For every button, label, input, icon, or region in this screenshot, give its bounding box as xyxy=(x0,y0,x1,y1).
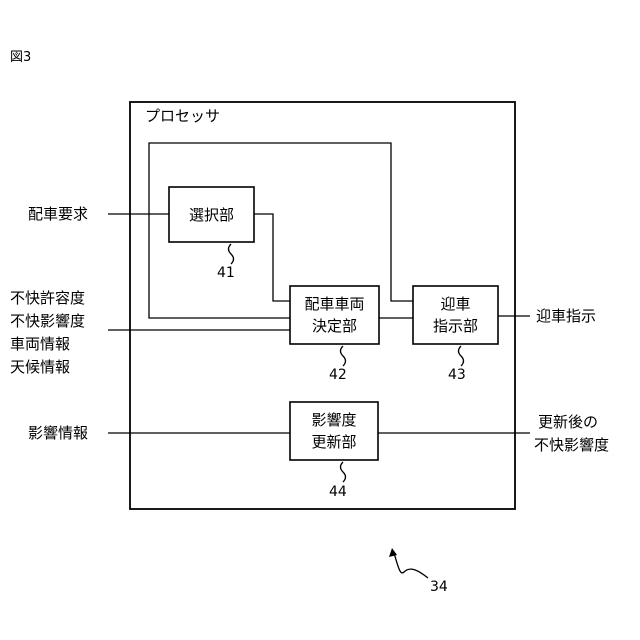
pickup-output-label: 迎車指示 xyxy=(536,307,596,325)
dispatch-input-label-3: 車両情報 xyxy=(10,335,70,353)
processor-ref-arrowhead xyxy=(389,548,397,557)
processor-ref-leader xyxy=(394,553,428,578)
figure-label: 図3 xyxy=(10,50,31,65)
update-block-label-line2: 更新部 xyxy=(311,433,356,451)
selection-to-dispatch-connector xyxy=(254,214,290,301)
dispatch-block-label-line1: 配車車両 xyxy=(304,295,364,313)
update-ref-leader xyxy=(341,462,346,482)
selection-block-label: 選択部 xyxy=(189,206,234,224)
processor-title: プロセッサ xyxy=(145,107,220,125)
selection-ref-leader xyxy=(229,244,234,264)
dispatch-ref: 42 xyxy=(329,367,347,383)
influence-input-label: 影響情報 xyxy=(28,424,88,442)
dispatch-input-label-4: 天候情報 xyxy=(10,358,70,376)
pickup-block-label-line2: 指示部 xyxy=(433,317,478,335)
selection-ref: 41 xyxy=(217,265,235,281)
request-input-label: 配車要求 xyxy=(28,205,88,223)
processor-ref: 34 xyxy=(430,579,448,595)
dispatch-input-label-2: 不快影響度 xyxy=(10,312,85,330)
dispatch-input-label-1: 不快許容度 xyxy=(10,289,85,307)
pickup-block-label-line1: 迎車 xyxy=(440,295,470,313)
update-output-label-1: 更新後の xyxy=(538,413,598,431)
update-ref: 44 xyxy=(329,484,347,500)
update-block-label-line1: 影響度 xyxy=(311,411,356,429)
update-output-label-2: 不快影響度 xyxy=(534,436,609,454)
pickup-ref-leader xyxy=(459,346,464,366)
dispatch-block-label-line2: 決定部 xyxy=(312,317,357,335)
pickup-ref: 43 xyxy=(448,367,466,383)
dispatch-ref-leader xyxy=(341,346,346,366)
